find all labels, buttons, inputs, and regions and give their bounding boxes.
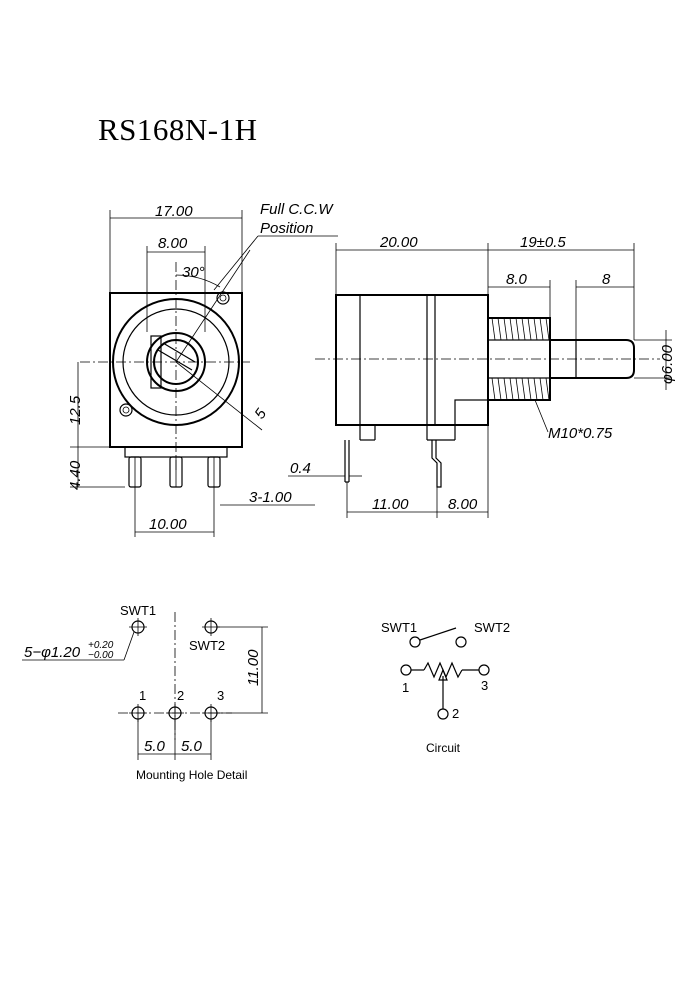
detail-line bbox=[509, 377, 514, 401]
detail-line bbox=[515, 317, 520, 341]
drawing-title: RS168N-1H bbox=[98, 112, 258, 147]
circuit-switch-lever bbox=[419, 627, 457, 641]
dim-bush-offset-text: 8.00 bbox=[448, 496, 478, 513]
circuit-pin1-node bbox=[400, 664, 412, 676]
mounting-hole-detail: SWT1 SWT2 1 2 3 5−φ1.20 +0.20 −0.00 11.0… bbox=[22, 603, 268, 782]
dim-angle-text: 30° bbox=[182, 264, 205, 281]
detail-line bbox=[527, 317, 532, 341]
circuit-pin3-node bbox=[478, 664, 490, 676]
detail-line bbox=[497, 317, 502, 341]
detail-line bbox=[509, 317, 514, 341]
dim-pin-length-text: 4.40 bbox=[67, 460, 84, 490]
dim-pin-offset-text: 11.00 bbox=[372, 496, 409, 513]
detail-line bbox=[491, 317, 496, 341]
detail-line bbox=[503, 317, 508, 341]
detail-line bbox=[533, 377, 538, 401]
mount-swt2-label: SWT2 bbox=[189, 638, 225, 653]
circuit-swt2-label: SWT2 bbox=[474, 620, 510, 635]
mounting-caption: Mounting Hole Detail bbox=[136, 768, 247, 782]
side-view: 20.00 19±0.5 8.0 8 φ6.00 M10*0.75 0.4 11… bbox=[288, 234, 676, 518]
full-ccw-label-2: Position bbox=[260, 220, 313, 237]
dim-thread-length-text: 8.0 bbox=[506, 271, 528, 288]
dim-pin-pitch-text: 10.00 bbox=[149, 516, 187, 533]
detail-line bbox=[539, 317, 544, 341]
dim-shaft-dia-text: φ6.00 bbox=[659, 344, 676, 384]
circuit-swt1-node bbox=[409, 636, 421, 648]
circuit-diagram: SWT1 SWT2 1 3 2 Circuit bbox=[381, 620, 510, 755]
side-body-outline bbox=[335, 294, 489, 426]
dim-pin-width-text: 3-1.00 bbox=[249, 489, 292, 506]
circuit-pin3-label: 3 bbox=[481, 678, 488, 693]
detail-line bbox=[539, 377, 544, 401]
dim-thread-text: M10*0.75 bbox=[548, 425, 613, 442]
dim-flat-length-text: 8 bbox=[602, 271, 611, 288]
detail-line bbox=[545, 377, 550, 401]
detail-line bbox=[491, 377, 496, 401]
detail-line bbox=[545, 317, 550, 341]
dim-radius-text: 5 bbox=[251, 405, 270, 422]
mount-height-text: 11.00 bbox=[245, 649, 262, 686]
full-ccw-label-1: Full C.C.W bbox=[260, 201, 334, 218]
detail-line bbox=[533, 317, 538, 341]
detail-line bbox=[521, 377, 526, 401]
circuit-caption: Circuit bbox=[426, 741, 461, 755]
detail-line bbox=[503, 377, 508, 401]
detail-line bbox=[527, 377, 532, 401]
mount-pitch-left-text: 5.0 bbox=[144, 738, 166, 755]
dim-shaft-width-text: 8.00 bbox=[158, 235, 188, 252]
mount-pin2-label: 2 bbox=[177, 688, 184, 703]
circuit-pin2-node bbox=[437, 708, 449, 720]
mount-tol-plus-text: +0.20 bbox=[88, 640, 114, 651]
detail-line bbox=[515, 377, 520, 401]
detail-line bbox=[497, 377, 502, 401]
circuit-swt2-node bbox=[455, 636, 467, 648]
mount-hole-dia-text: 5−φ1.20 bbox=[24, 644, 81, 661]
dim-tab-thickness-text: 0.4 bbox=[290, 460, 311, 477]
circuit-pin2-label: 2 bbox=[452, 706, 459, 721]
mount-swt1-label: SWT1 bbox=[120, 603, 156, 618]
dim-shaft-length-text: 19±0.5 bbox=[520, 234, 566, 251]
circuit-swt1-label: SWT1 bbox=[381, 620, 417, 635]
mount-hole-bottom bbox=[119, 403, 133, 417]
mount-tol-minus-text: −0.00 bbox=[88, 650, 114, 661]
dim-width-text: 17.00 bbox=[155, 203, 193, 220]
circuit-pin1-label: 1 bbox=[402, 680, 409, 695]
detail-line bbox=[521, 317, 526, 341]
front-view: 17.00 8.00 30° Full C.C.W Position 12.5 … bbox=[67, 201, 338, 537]
dim-body-length-text: 20.00 bbox=[379, 234, 418, 251]
dim-height-text: 12.5 bbox=[67, 395, 84, 425]
mount-pin3-label: 3 bbox=[217, 688, 224, 703]
mount-pitch-right-text: 5.0 bbox=[181, 738, 203, 755]
mount-hole-top bbox=[216, 291, 230, 305]
mount-pin1-label: 1 bbox=[139, 688, 146, 703]
